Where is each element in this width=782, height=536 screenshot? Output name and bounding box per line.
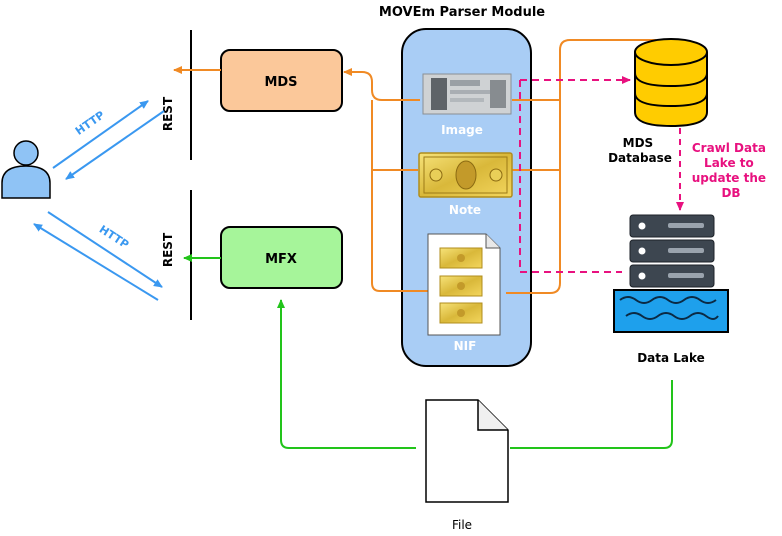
crawl-annotation: Crawl Data Lake to update the DB [692, 141, 770, 200]
mds-database-label: MDS Database [608, 136, 672, 165]
nif-to-mds-line [371, 100, 440, 292]
lake-to-file-line [510, 380, 673, 449]
image-thumbnail[interactable] [422, 73, 512, 115]
rest-top-label: REST [161, 96, 175, 131]
mds-service-box[interactable] [220, 49, 343, 112]
file-label: File [452, 518, 472, 532]
module-title: MOVEm Parser Module [379, 5, 545, 20]
data-lake-label: Data Lake [637, 351, 705, 365]
file-document-icon[interactable] [425, 399, 509, 503]
nif-label: NIF [454, 339, 477, 353]
note-label: Note [449, 203, 481, 217]
user-icon [1, 140, 51, 199]
crawl-dashed-return [519, 80, 622, 273]
http-bottom-request-arrow [47, 211, 163, 288]
rest-bottom-label: REST [161, 232, 175, 267]
http-bottom-response-arrow [33, 223, 159, 301]
image-label: Image [441, 123, 483, 137]
note-bill-icon[interactable] [418, 152, 513, 198]
data-lake-icon[interactable] [613, 214, 729, 333]
mds-label: MDS [264, 75, 297, 90]
mfx-label: MFX [265, 252, 297, 267]
http-top-response-arrow [65, 110, 165, 180]
http-top-request-arrow [52, 100, 149, 169]
database-icon[interactable] [634, 38, 708, 128]
db-to-parser-line [506, 39, 656, 294]
parser-to-mds-arrow [343, 68, 420, 101]
file-to-mfx-arrow [277, 299, 416, 449]
nif-document-icon[interactable] [427, 233, 501, 336]
